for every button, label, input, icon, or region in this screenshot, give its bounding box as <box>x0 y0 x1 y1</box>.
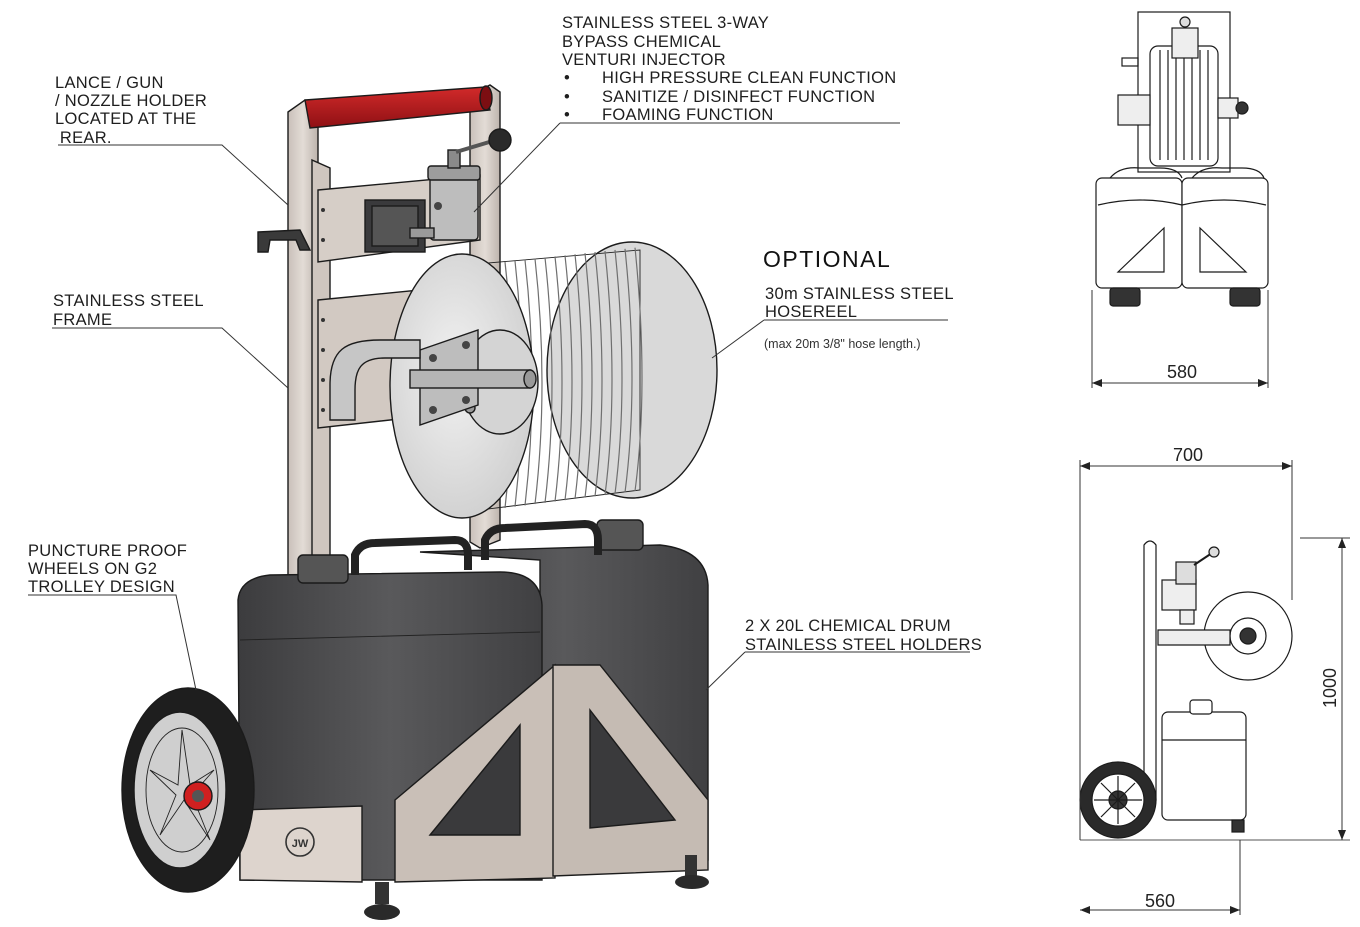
label-optional-hosereel: OPTIONAL 30m STAINLESS STEEL HOSEREEL (m… <box>763 246 954 351</box>
leader-lines <box>28 122 970 691</box>
hose-coil <box>544 257 553 503</box>
bullet-2: • <box>564 88 570 106</box>
injector-line-3: VENTURI INJECTOR <box>562 51 726 69</box>
hose-coil <box>534 258 543 505</box>
dim-side-depth-bottom: 560 <box>1145 891 1175 911</box>
hose-coil <box>624 248 633 493</box>
dimension-560: 560 <box>1080 840 1241 915</box>
jw-logo: JW <box>292 838 309 850</box>
lance-line-1: LANCE / GUN <box>55 74 164 92</box>
injector-line-2: BYPASS CHEMICAL <box>562 33 721 51</box>
front-coil-lines <box>1159 50 1209 160</box>
lance-line-3: LOCATED AT THE <box>55 110 196 128</box>
hosereel-line-2: HOSEREEL <box>765 303 857 321</box>
injector-bullet-3: FOAMING FUNCTION <box>602 106 774 124</box>
chemical-drums: JW <box>237 519 709 920</box>
injector-bullet-1: HIGH PRESSURE CLEAN FUNCTION <box>602 69 896 87</box>
hose-coil <box>604 250 613 496</box>
bullet-3: • <box>564 106 570 124</box>
hosereel <box>329 241 718 519</box>
hose-coil <box>564 255 573 501</box>
dim-side-depth-top: 700 <box>1173 445 1203 465</box>
label-drums: 2 X 20L CHEMICAL DRUM STAINLESS STEEL HO… <box>745 617 982 654</box>
dim-side-height: 1000 <box>1320 668 1340 708</box>
frame-line-1: STAINLESS STEEL <box>53 292 204 310</box>
hose-coil <box>634 247 643 492</box>
puncture-proof-wheel <box>121 687 255 893</box>
wheels-line-1: PUNCTURE PROOF <box>28 542 187 560</box>
label-venturi-injector: STAINLESS STEEL 3-WAY BYPASS CHEMICAL VE… <box>562 14 896 124</box>
hose-coils <box>504 247 643 509</box>
dimension-1000: 1000 <box>1300 537 1350 840</box>
frame-line-2: FRAME <box>53 311 112 329</box>
hose-note: (max 20m 3/8" hose length.) <box>764 337 921 351</box>
hose-coil <box>584 253 593 498</box>
hose-coil <box>594 252 603 497</box>
bullet-1: • <box>564 69 570 87</box>
hose-coil <box>574 254 583 499</box>
side-elevation-drawing <box>1079 540 1350 841</box>
optional-heading: OPTIONAL <box>763 246 891 272</box>
drums-line-1: 2 X 20L CHEMICAL DRUM <box>745 617 951 635</box>
hose-coil <box>614 249 623 494</box>
hosereel-line-1: 30m STAINLESS STEEL <box>765 285 954 303</box>
hose-coil <box>554 256 563 502</box>
front-elevation-drawing <box>1095 11 1269 307</box>
lance-line-2: / NOZZLE HOLDER <box>55 92 207 110</box>
red-handle <box>304 85 493 129</box>
label-frame: STAINLESS STEEL FRAME <box>53 292 204 329</box>
injector-bullet-2: SANITIZE / DISINFECT FUNCTION <box>602 88 875 106</box>
label-lance-holder: LANCE / GUN / NOZZLE HOLDER LOCATED AT T… <box>55 74 207 147</box>
wheels-line-2: WHEELS ON G2 <box>28 560 157 578</box>
venturi-injector <box>364 128 512 253</box>
lance-line-4: REAR. <box>55 129 112 147</box>
dimension-580: 580 <box>1091 290 1269 388</box>
dimension-700: 700 <box>1079 445 1293 840</box>
label-wheels: PUNCTURE PROOF WHEELS ON G2 TROLLEY DESI… <box>28 542 187 596</box>
dim-front-width: 580 <box>1167 362 1197 382</box>
main-trolley-render: JW <box>121 84 718 920</box>
injector-line-1: STAINLESS STEEL 3-WAY <box>562 14 769 32</box>
drums-line-2: STAINLESS STEEL HOLDERS <box>745 636 982 654</box>
wheels-line-3: TROLLEY DESIGN <box>28 578 175 596</box>
